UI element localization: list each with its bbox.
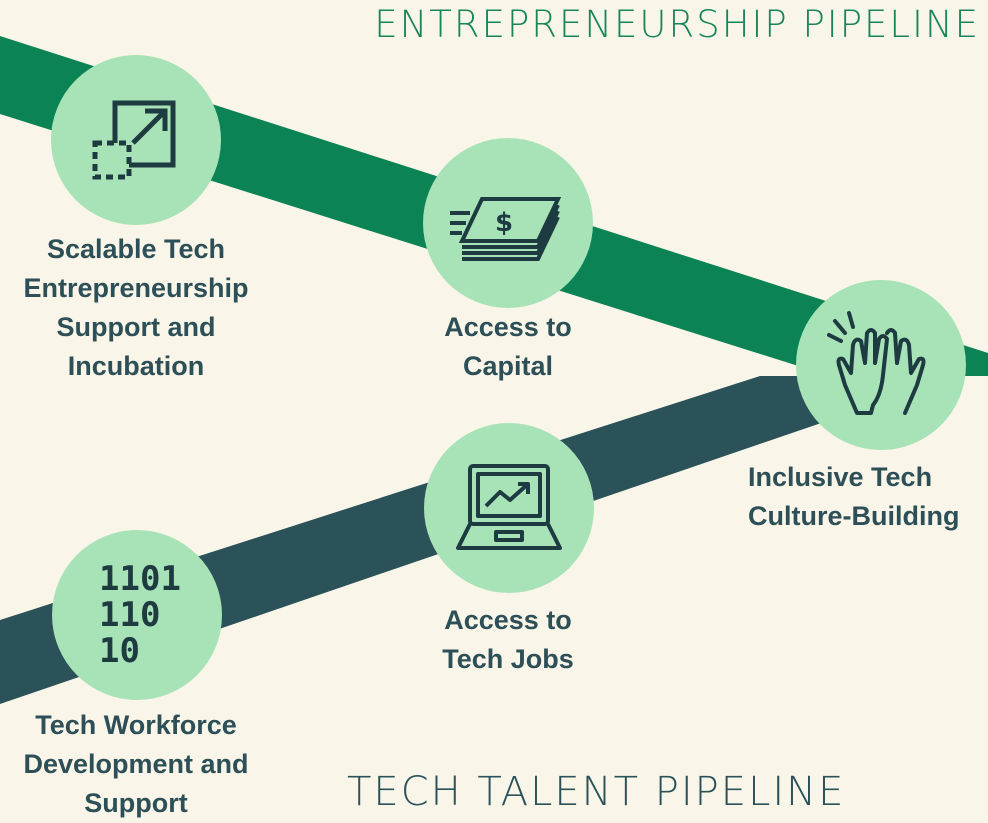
resize-icon <box>92 100 176 180</box>
capital-node: $ <box>423 138 593 308</box>
jobs-label: Access to Tech Jobs <box>442 605 574 674</box>
capital-label: Access to Capital <box>444 312 572 381</box>
high-five-icon <box>827 311 926 415</box>
tech-talent-pipeline-title: TECH TALENT PIPELINE <box>347 769 846 815</box>
workforce-node: 1101 110 10 <box>52 530 222 700</box>
money-stack-icon: $ <box>450 197 562 261</box>
culture-label: Inclusive Tech Culture-Building <box>748 462 960 531</box>
scalable-node <box>51 55 221 225</box>
culture-node <box>796 280 966 450</box>
svg-text:$: $ <box>495 208 513 238</box>
binary-icon: 1101 110 10 <box>99 559 181 671</box>
scalable-label: Scalable Tech Entrepreneurship Support a… <box>23 234 249 381</box>
workforce-label: Tech Workforce Development and Support <box>23 710 249 818</box>
laptop-chart-icon <box>456 464 562 550</box>
entrepreneurship-pipeline-title: ENTREPRENEURSHIP PIPELINE <box>374 3 980 46</box>
jobs-node <box>424 423 594 593</box>
